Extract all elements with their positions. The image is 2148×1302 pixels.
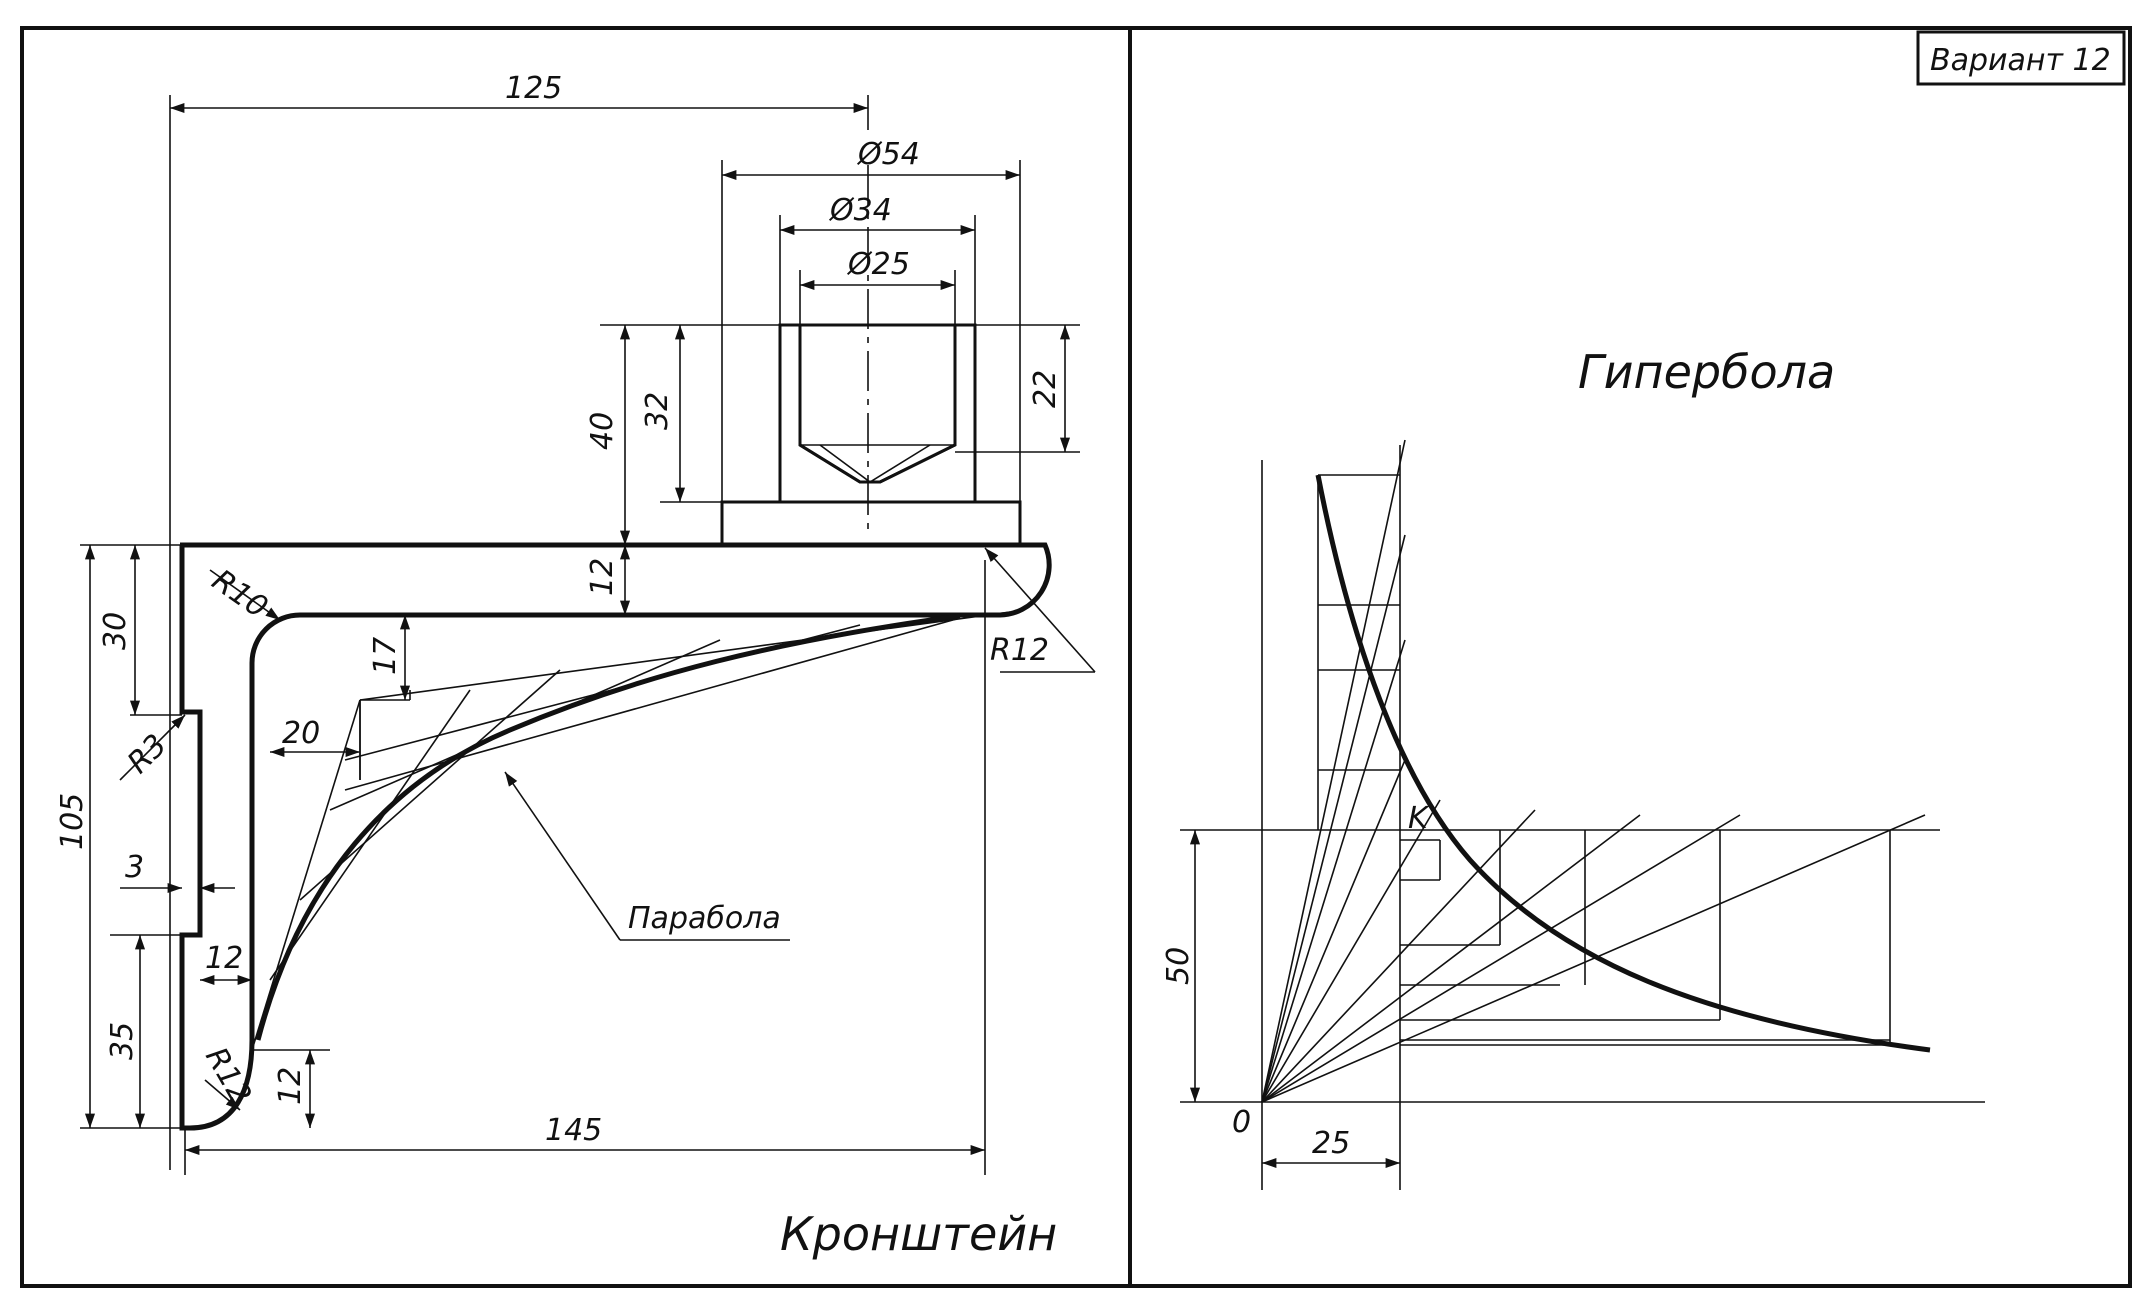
dim-diam-54: Ø54 [856,137,920,172]
dim-12-bottom: 12 [273,1067,308,1105]
hyperbola-curve [1315,474,1931,1053]
dim-12-top: 12 [585,558,620,596]
sheet-frame [20,26,2132,1288]
dim-12-left: 12 [205,941,243,976]
hyperbola-construction [1261,439,1926,1103]
bracket-title: Кронштейн [780,1207,1057,1261]
dim-r12-right: R12 [990,633,1049,668]
dim-145: 145 [545,1113,602,1148]
dim-r3: R3 [121,728,174,781]
dim-20: 20 [282,716,320,751]
dim-35: 35 [105,1022,140,1060]
dim-22: 22 [1028,370,1063,408]
parabola-curve [255,613,961,1041]
dim-diam-34: Ø34 [828,193,892,228]
boss-section [778,323,977,504]
dim-50: 50 [1161,947,1196,985]
hyperbola-axes [1180,445,1985,1190]
dim-30: 30 [98,612,133,650]
dim-125: 125 [505,71,562,106]
hyperbola-title: Гипербола [1578,345,1835,399]
hyperbola-drawing: Гипербола [1161,345,1985,1190]
dim-3: 3 [125,850,144,885]
dim-25: 25 [1312,1126,1350,1161]
variant-label: Вариант 12 [1930,43,2111,78]
variant-badge: Вариант 12 [1916,30,2126,86]
dim-17: 17 [368,637,403,675]
dim-32: 32 [640,392,675,430]
bracket-drawing: Парабола [55,71,1096,1261]
origin-label: 0 [1232,1105,1251,1140]
boss-base [720,500,1022,547]
dim-diam-25: Ø25 [846,247,910,282]
dim-40: 40 [585,412,620,450]
bracket-outline [179,542,1052,1131]
dim-105: 105 [55,793,90,850]
point-k-label: K [1408,801,1430,836]
parabola-label: Парабола [628,901,781,936]
dim-r12-bottom: R12 [198,1042,258,1111]
bracket-dimension-lines [84,102,1096,1156]
bracket-extension-lines [80,95,1080,1175]
dim-r10: R10 [205,563,273,626]
